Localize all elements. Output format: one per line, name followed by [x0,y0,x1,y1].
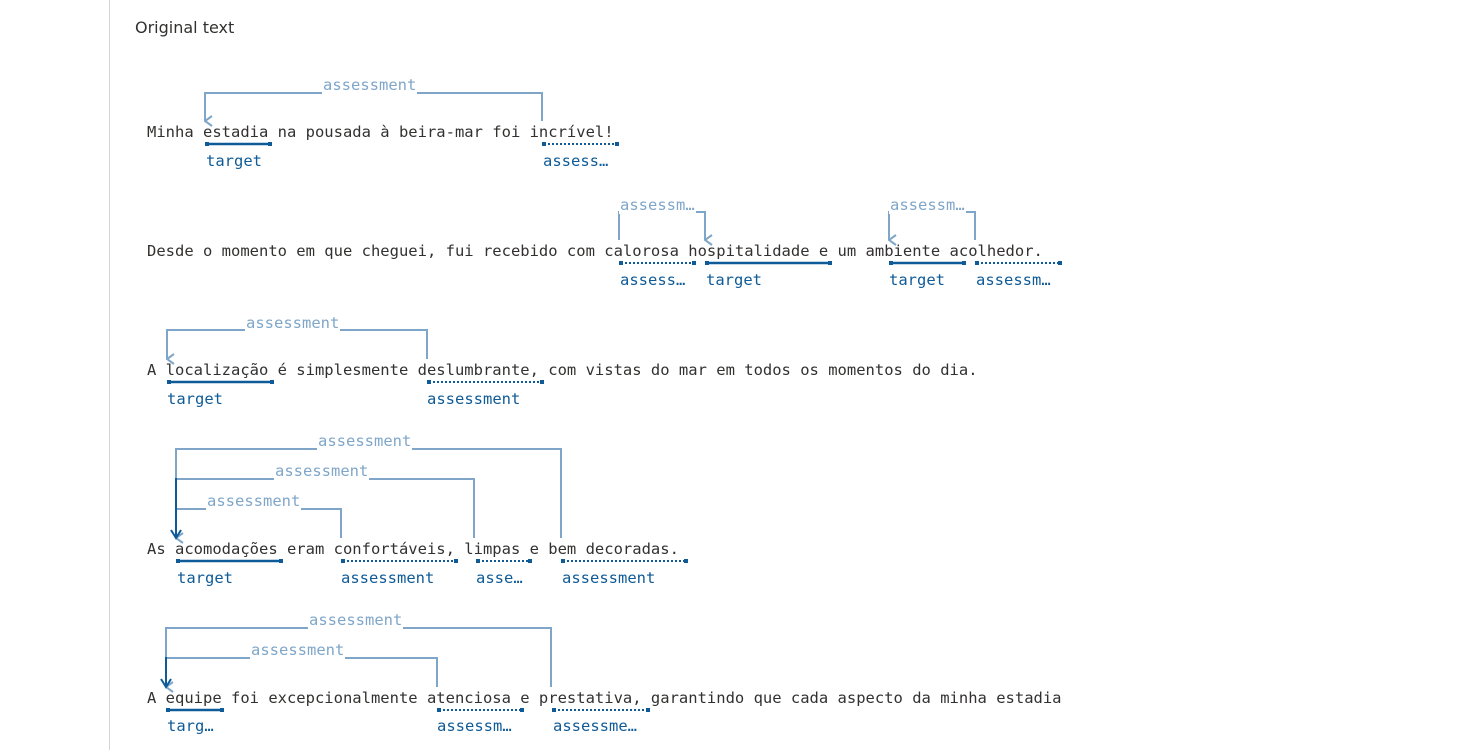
arrowhead-icon [160,678,172,689]
entity-tag-assessment[interactable]: assessment [341,569,435,587]
arc-label: assessment [322,76,418,94]
assessment-underline[interactable] [542,142,619,146]
assessment-underline[interactable] [427,380,544,384]
arc-label: assessment [250,641,346,659]
entity-tag-target[interactable]: target [206,152,262,170]
entity-tag-assessment[interactable]: assessme… [553,717,637,735]
entity-tag-assessment[interactable]: assess… [620,271,686,289]
arc-label: assessment [308,611,404,629]
target-underline[interactable] [166,708,224,712]
sentence-text: As acomodações eram confortáveis, limpas… [147,540,679,558]
arc-label: assessment [206,492,302,510]
arc-line [166,329,428,359]
sentence-text: A equipe foi excepcionalmente atenciosa … [147,689,1062,707]
arc-line [165,657,438,687]
arc-label: assessment [245,314,341,332]
sentence-text: Minha estadia na pousada à beira-mar foi… [147,123,614,141]
entity-tag-target[interactable]: target [889,271,945,289]
target-underline[interactable] [176,559,283,563]
arc-label: assessm… [619,196,696,214]
sentence-text: A localização é simplesmente deslumbrant… [147,361,978,379]
entity-tag-target[interactable]: target [706,271,762,289]
arc-line [175,508,342,538]
arc-line [204,92,543,121]
target-underline[interactable] [167,380,274,384]
entity-tag-assessment[interactable]: assessm… [976,271,1051,289]
arc-label: assessm… [889,196,966,214]
section-heading: Original text [135,18,235,37]
arc-line [888,211,976,240]
assessment-underline[interactable] [619,261,696,265]
assessment-underline[interactable] [341,559,458,563]
panel-left-border [109,0,110,750]
entity-tag-assessment[interactable]: assessment [427,390,521,408]
sentence-2-annotations [618,211,1062,265]
sentence-text: Desde o momento em que cheguei, fui rece… [147,242,1043,260]
entity-tag-target[interactable]: target [167,390,223,408]
entity-tag-target[interactable]: targ… [167,717,214,735]
target-underline[interactable] [889,261,966,265]
entity-tag-target[interactable]: target [177,569,233,587]
assessment-underline[interactable] [437,708,524,712]
assessment-underline[interactable] [476,559,532,563]
target-underline[interactable] [705,261,832,265]
assessment-underline[interactable] [975,261,1062,265]
assessment-underline[interactable] [552,708,650,712]
entity-tag-assessment[interactable]: assessment [562,569,656,587]
arc-label: assessment [274,462,370,480]
arc-line [618,211,705,240]
entity-tag-assessment[interactable]: assessm… [437,717,512,735]
arc-label: assessment [317,432,413,450]
target-underline[interactable] [205,142,272,146]
entity-tag-assessment[interactable]: assess… [543,152,609,170]
assessment-underline[interactable] [561,559,688,563]
arrowhead-icon [170,529,182,540]
entity-tag-assessment[interactable]: asse… [476,569,523,587]
